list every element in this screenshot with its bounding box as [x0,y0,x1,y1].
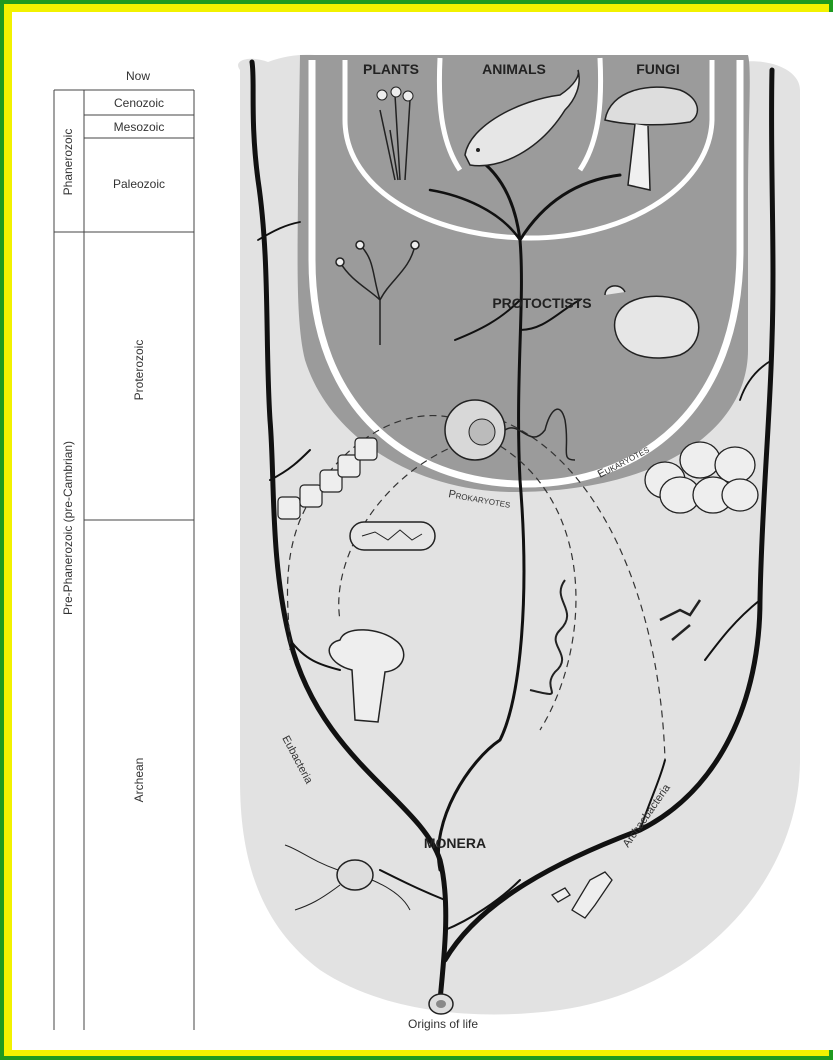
origins-of-life-label: Origins of life [408,1017,478,1031]
origin-cell-illustration [429,994,453,1014]
fungi-label: FUNGI [636,61,680,77]
animals-label: ANIMALS [482,61,546,77]
protoctists-label: PROTOCTISTS [492,295,591,311]
plants-label: PLANTS [363,61,419,77]
bacillus-illustration [350,522,435,550]
monera-label: MONERA [424,835,486,851]
